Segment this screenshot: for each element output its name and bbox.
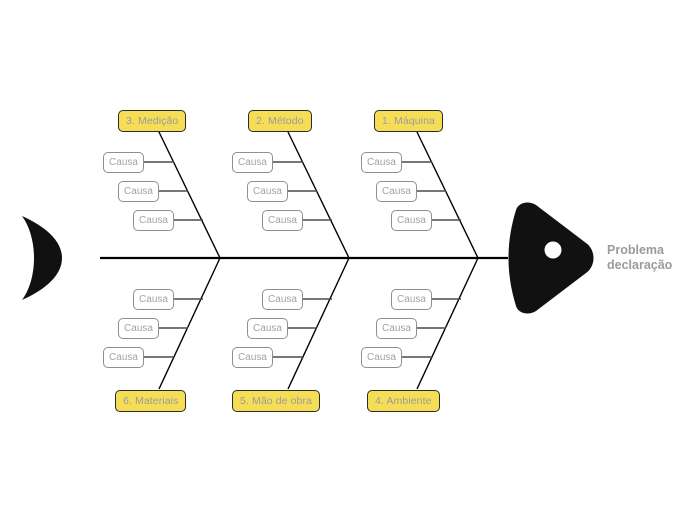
- cause-box[interactable]: Causa: [232, 347, 273, 368]
- cause-box[interactable]: Causa: [376, 318, 417, 339]
- cause-box[interactable]: Causa: [262, 210, 303, 231]
- cause-box[interactable]: Causa: [133, 289, 174, 310]
- rib-line-top-1: [158, 131, 221, 259]
- problem-statement[interactable]: Problema declaração: [607, 243, 672, 273]
- fish-tail-shape: [22, 216, 62, 300]
- fish-eye-icon: [544, 241, 562, 259]
- rib-line-top-3: [416, 131, 479, 259]
- cause-box[interactable]: Causa: [232, 152, 273, 173]
- rib-line-bottom-1: [158, 257, 221, 390]
- cause-box[interactable]: Causa: [361, 347, 402, 368]
- cause-box[interactable]: Causa: [391, 289, 432, 310]
- category-label-metodo[interactable]: 2. Método: [248, 110, 312, 132]
- cause-box[interactable]: Causa: [247, 318, 288, 339]
- problem-statement-line2: declaração: [607, 258, 673, 272]
- category-label-maquina[interactable]: 1. Máquina: [374, 110, 443, 132]
- category-label-medicao[interactable]: 3. Medição: [118, 110, 187, 132]
- cause-box[interactable]: Causa: [376, 181, 417, 202]
- category-label-mao-de-obra[interactable]: 5. Mão de obra: [232, 390, 321, 412]
- cause-box[interactable]: Causa: [133, 210, 174, 231]
- rib-line-bottom-2: [287, 257, 350, 390]
- cause-box[interactable]: Causa: [118, 318, 159, 339]
- cause-box[interactable]: Causa: [103, 152, 144, 173]
- category-label-ambiente[interactable]: 4. Ambiente: [367, 390, 440, 412]
- cause-box[interactable]: Causa: [103, 347, 144, 368]
- cause-box[interactable]: Causa: [391, 210, 432, 231]
- cause-box[interactable]: Causa: [118, 181, 159, 202]
- cause-box[interactable]: Causa: [247, 181, 288, 202]
- rib-line-top-2: [287, 131, 350, 259]
- problem-statement-line1: Problema: [607, 243, 664, 257]
- category-label-materiais[interactable]: 6. Materiais: [115, 390, 187, 412]
- cause-box[interactable]: Causa: [361, 152, 402, 173]
- rib-line-bottom-3: [416, 257, 479, 390]
- cause-box[interactable]: Causa: [262, 289, 303, 310]
